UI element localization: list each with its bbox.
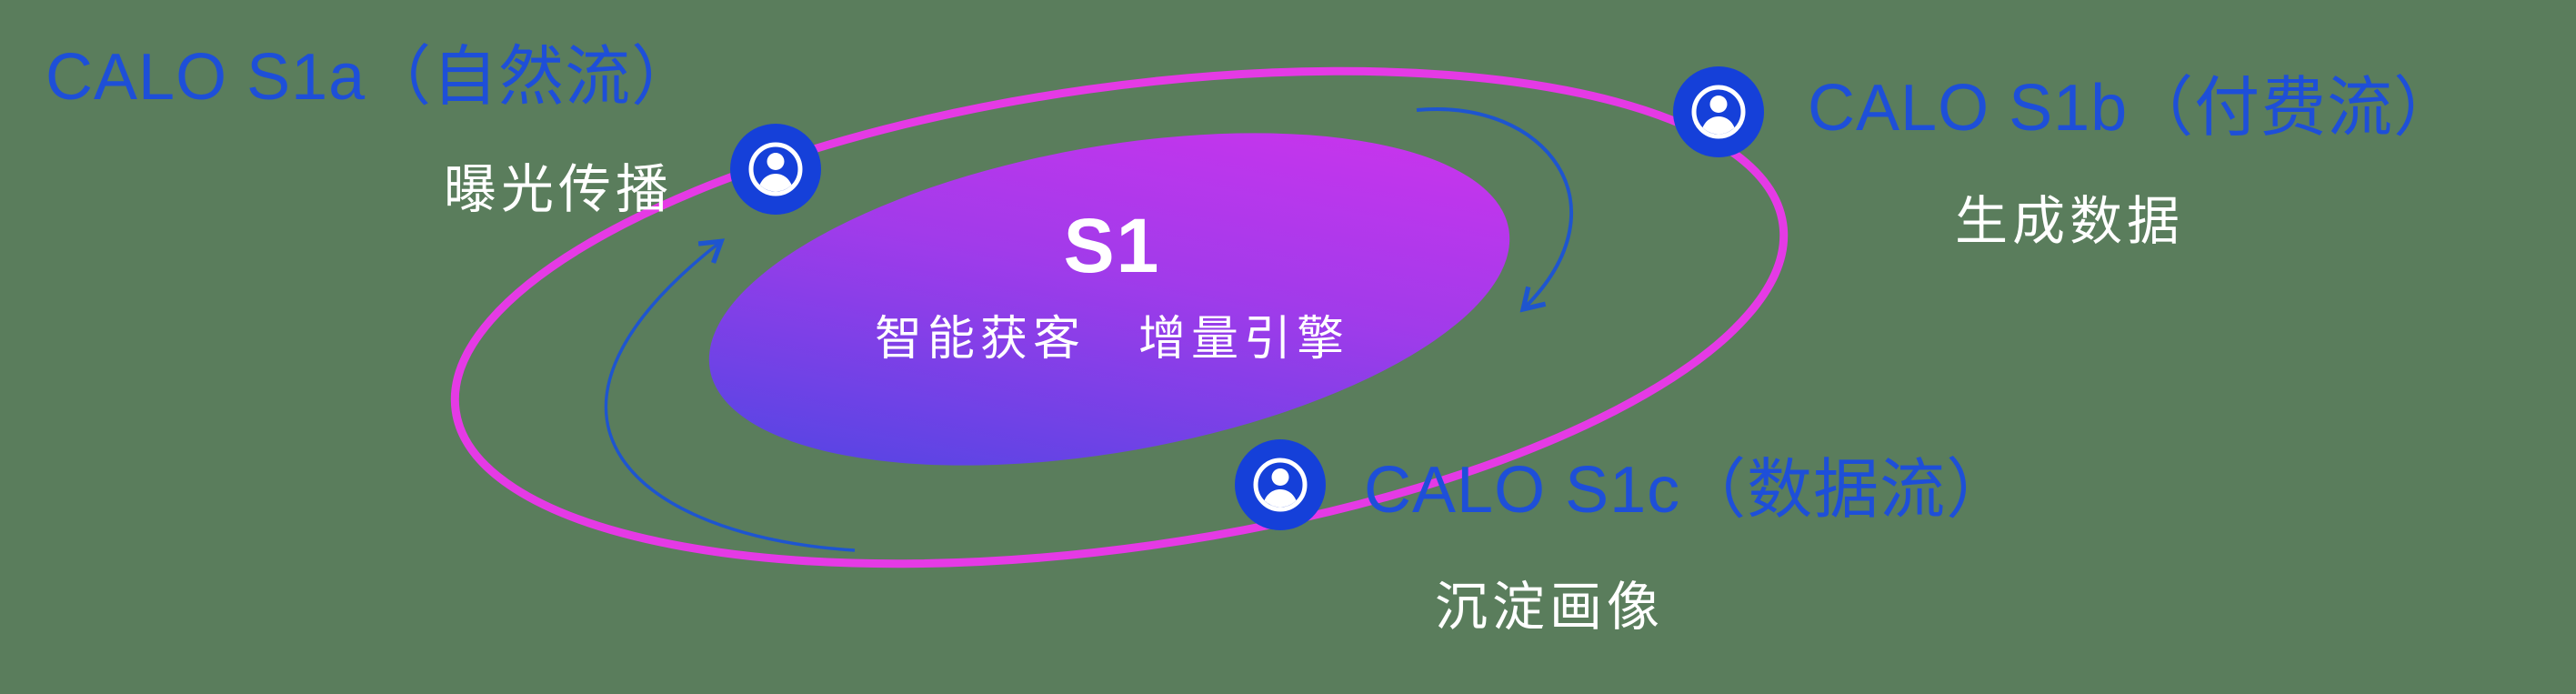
label-s1b-subtitle: 生成数据 <box>1955 192 2185 251</box>
flow-arrow-left <box>604 238 856 552</box>
label-s1a-title: CALO S1a（自然流） <box>45 41 698 114</box>
core-ellipse <box>708 133 1510 466</box>
user-icon <box>1235 439 1326 530</box>
node-s1c <box>1235 439 1326 530</box>
label-s1c-title: CALO S1c（数据流） <box>1364 454 2013 527</box>
node-s1a <box>730 124 821 215</box>
label-s1a-subtitle: 曝光传播 <box>444 160 674 219</box>
node-s1b <box>1673 66 1764 157</box>
user-icon <box>1673 66 1764 157</box>
flow-arrow-right <box>1416 107 1574 313</box>
label-s1b-title: CALO S1b（付费流） <box>1808 72 2461 145</box>
user-icon <box>730 124 821 215</box>
label-s1c-subtitle: 沉淀画像 <box>1435 578 1665 637</box>
orbit-ring <box>450 66 1789 568</box>
